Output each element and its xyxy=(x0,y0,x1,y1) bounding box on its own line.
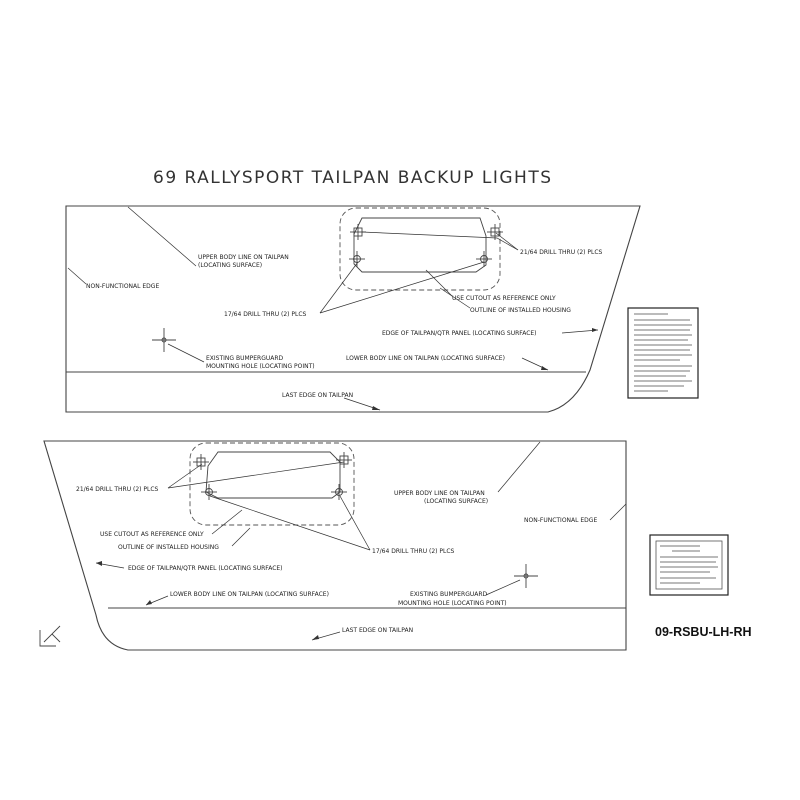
lh-label-outline-housing: OUTLINE OF INSTALLED HOUSING xyxy=(118,544,219,551)
lh-drill-hole-upper-right xyxy=(336,452,352,468)
lh-template-outline xyxy=(43,440,627,651)
rh-leader-outline-housing xyxy=(439,287,471,309)
rh-leader-21-64 xyxy=(361,231,519,251)
rh-label-non-functional: NON-FUNCTIONAL EDGE xyxy=(86,283,159,290)
lh-leader-outline-housing xyxy=(231,527,251,547)
lh-leader-21-64b xyxy=(167,463,203,489)
instruction-note-rh xyxy=(627,307,699,399)
rh-label-outline-housing: OUTLINE OF INSTALLED HOUSING xyxy=(470,307,571,314)
lh-leader-bumperguard xyxy=(485,579,521,596)
rh-template: UPPER BODY LINE ON TAILPAN (LOCATING SUR… xyxy=(65,205,641,413)
lh-leader-17-64b xyxy=(339,495,371,551)
lh-cutout xyxy=(205,451,341,499)
rh-leader-21-64b xyxy=(495,232,519,251)
lh-label-bumperguard-1: EXISTING BUMPERGUARD xyxy=(410,591,488,598)
rh-leader-upper-body xyxy=(127,206,197,267)
rh-label-upper-body-1: UPPER BODY LINE ON TAILPAN xyxy=(198,254,289,261)
rh-label-edge: EDGE OF TAILPAN/QTR PANEL (LOCATING SURF… xyxy=(382,330,537,337)
lh-label-21-64: 21/64 DRILL THRU (2) PLCS xyxy=(76,486,159,493)
corner-arrow-icon xyxy=(39,625,61,647)
rh-drill-hole-lower-right xyxy=(476,251,492,267)
lh-label-lower-body: LOWER BODY LINE ON TAILPAN (LOCATING SUR… xyxy=(170,591,329,598)
rh-label-bumperguard-2: MOUNTING HOLE (LOCATING POINT) xyxy=(206,363,315,370)
rh-leader-use-cutout xyxy=(425,269,453,297)
rh-cutout xyxy=(353,217,487,273)
rh-leader-17-64 xyxy=(319,261,485,314)
lh-leader-use-cutout xyxy=(211,509,243,535)
lh-leader-upper-body xyxy=(497,441,541,493)
drawing-title: 69 RALLYSPORT TAILPAN BACKUP LIGHTS xyxy=(153,168,553,188)
rh-label-lower-body: LOWER BODY LINE ON TAILPAN (LOCATING SUR… xyxy=(346,355,505,362)
lh-label-edge: EDGE OF TAILPAN/QTR PANEL (LOCATING SURF… xyxy=(128,565,283,572)
rh-drill-hole-lower-left xyxy=(349,251,365,267)
lh-drill-hole-lower-left xyxy=(201,484,217,500)
rh-leader-17-64b xyxy=(319,261,359,314)
lh-label-non-functional: NON-FUNCTIONAL EDGE xyxy=(524,517,597,524)
lh-label-upper-body-2: (LOCATING SURFACE) xyxy=(424,498,488,505)
lh-label-bumperguard-2: MOUNTING HOLE (LOCATING POINT) xyxy=(398,600,507,607)
rh-label-21-64: 21/64 DRILL THRU (2) PLCS xyxy=(520,249,603,256)
lh-label-use-cutout: USE CUTOUT AS REFERENCE ONLY xyxy=(100,531,204,538)
part-number: 09-RSBU-LH-RH xyxy=(655,625,752,639)
lh-label-last-edge: LAST EDGE ON TAILPAN xyxy=(342,627,413,634)
rh-drill-hole-upper-right xyxy=(487,224,503,240)
lh-leader-21-64 xyxy=(167,461,345,489)
rh-leader-bumperguard xyxy=(167,343,205,363)
rh-template-outline xyxy=(65,205,641,413)
rh-label-use-cutout: USE CUTOUT AS REFERENCE ONLY xyxy=(452,295,556,302)
lh-drill-hole-lower-right xyxy=(331,484,347,500)
lh-template: 21/64 DRILL THRU (2) PLCS UPPER BODY LIN… xyxy=(43,440,627,651)
rh-label-upper-body-2: (LOCATING SURFACE) xyxy=(198,262,262,269)
rh-bumperguard-crosshair xyxy=(152,328,176,352)
lh-leader-non-functional xyxy=(609,503,627,521)
rh-housing-outline xyxy=(339,207,501,291)
lh-housing-outline xyxy=(189,442,355,526)
lh-bumperguard-crosshair xyxy=(514,564,538,588)
instruction-note-lh xyxy=(649,534,729,596)
rh-label-17-64: 17/64 DRILL THRU (2) PLCS xyxy=(224,311,307,318)
lh-label-17-64: 17/64 DRILL THRU (2) PLCS xyxy=(372,548,455,555)
lh-drill-hole-upper-left xyxy=(193,454,209,470)
rh-label-last-edge: LAST EDGE ON TAILPAN xyxy=(282,392,353,399)
rh-label-bumperguard-1: EXISTING BUMPERGUARD xyxy=(206,355,284,362)
lh-label-upper-body-1: UPPER BODY LINE ON TAILPAN xyxy=(394,490,485,497)
rh-leader-non-functional xyxy=(67,267,87,285)
lh-leader-17-64 xyxy=(209,495,371,551)
